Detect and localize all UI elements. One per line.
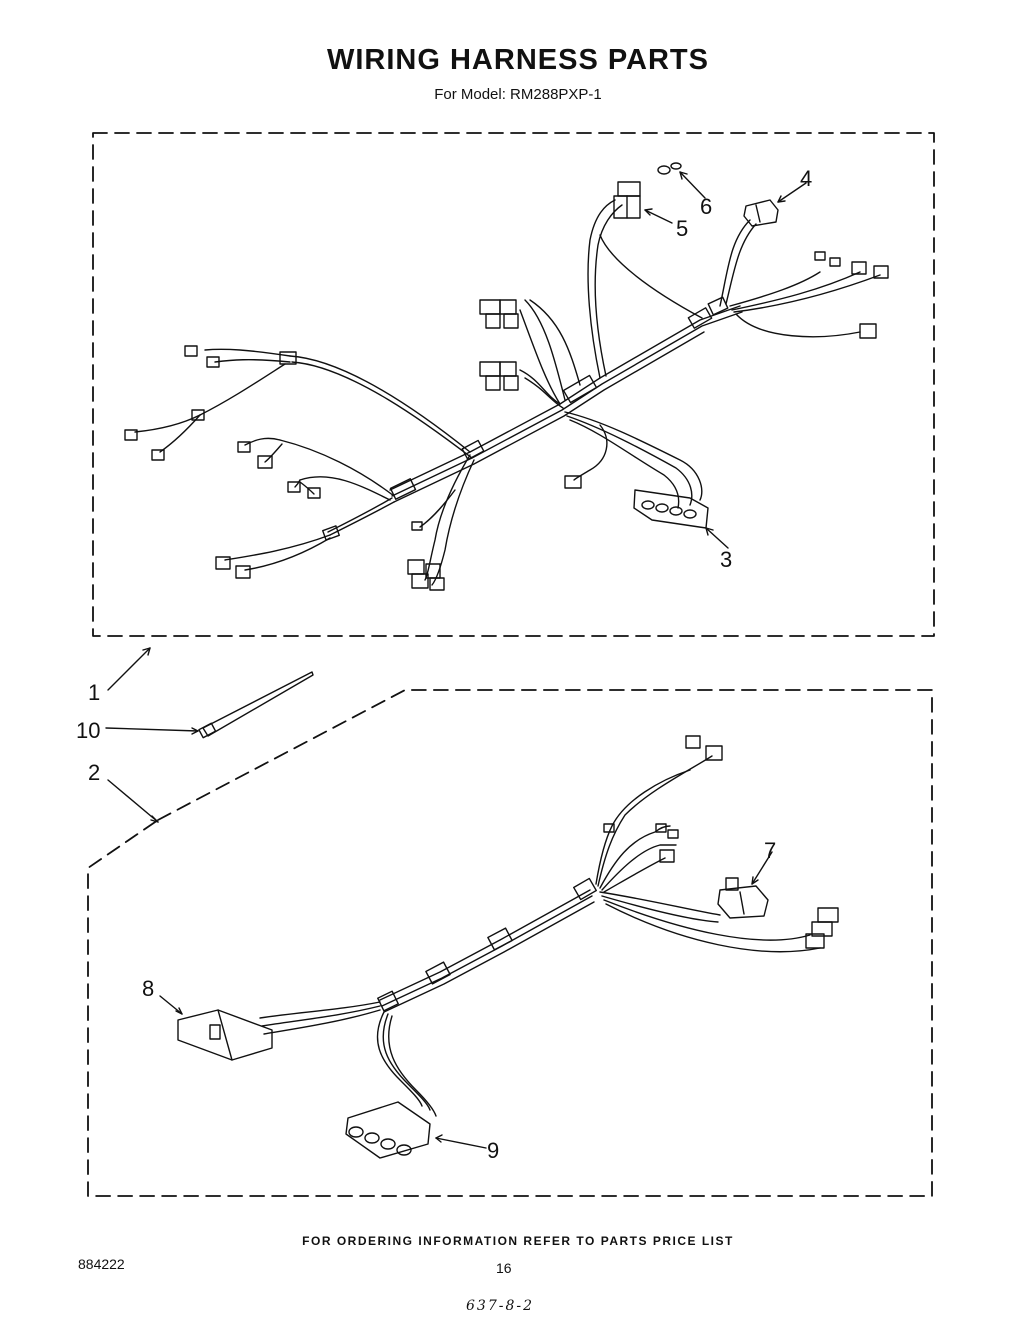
callout-8: 8 bbox=[142, 976, 154, 1001]
callout-6: 6 bbox=[700, 194, 712, 219]
connector-9 bbox=[345, 1101, 431, 1159]
leader-3 bbox=[705, 527, 729, 549]
leader-8 bbox=[159, 995, 183, 1015]
page-title: WIRING HARNESS PARTS bbox=[327, 44, 709, 76]
leader-10 bbox=[105, 727, 199, 732]
callout-7: 7 bbox=[764, 838, 776, 863]
harness-1 bbox=[124, 162, 889, 591]
connector-5 bbox=[613, 181, 641, 219]
ordering-info-note: FOR ORDERING INFORMATION REFER TO PARTS … bbox=[302, 1234, 734, 1248]
document-number: 884222 bbox=[78, 1256, 125, 1272]
page-number: 16 bbox=[496, 1260, 512, 1276]
harness-2-frame bbox=[87, 689, 933, 1197]
callout-3: 3 bbox=[720, 547, 732, 572]
callout-4: 4 bbox=[800, 166, 812, 191]
harness-2 bbox=[177, 735, 839, 1159]
callout-10: 10 bbox=[76, 718, 100, 743]
callout-5: 5 bbox=[676, 216, 688, 241]
callout-9: 9 bbox=[487, 1138, 499, 1163]
connector-8 bbox=[177, 1009, 273, 1061]
connector-7 bbox=[717, 877, 769, 919]
leader-1 bbox=[107, 647, 151, 691]
callout-2: 2 bbox=[88, 760, 100, 785]
terminal-6 bbox=[657, 162, 682, 175]
model-subtitle: For Model: RM288PXP-1 bbox=[434, 86, 602, 103]
callout-1: 1 bbox=[88, 680, 100, 705]
connector-3 bbox=[633, 489, 709, 529]
leader-4 bbox=[777, 182, 807, 203]
connector-4 bbox=[743, 199, 779, 227]
leader-5 bbox=[644, 209, 673, 224]
handwritten-reference: 637-8-2 bbox=[466, 1298, 534, 1314]
harness-1-frame bbox=[92, 132, 935, 637]
leader-6 bbox=[679, 171, 706, 199]
leader-9 bbox=[435, 1137, 487, 1149]
leader-7 bbox=[751, 851, 773, 885]
leader-2 bbox=[107, 779, 159, 823]
cable-tie-10 bbox=[198, 671, 314, 739]
